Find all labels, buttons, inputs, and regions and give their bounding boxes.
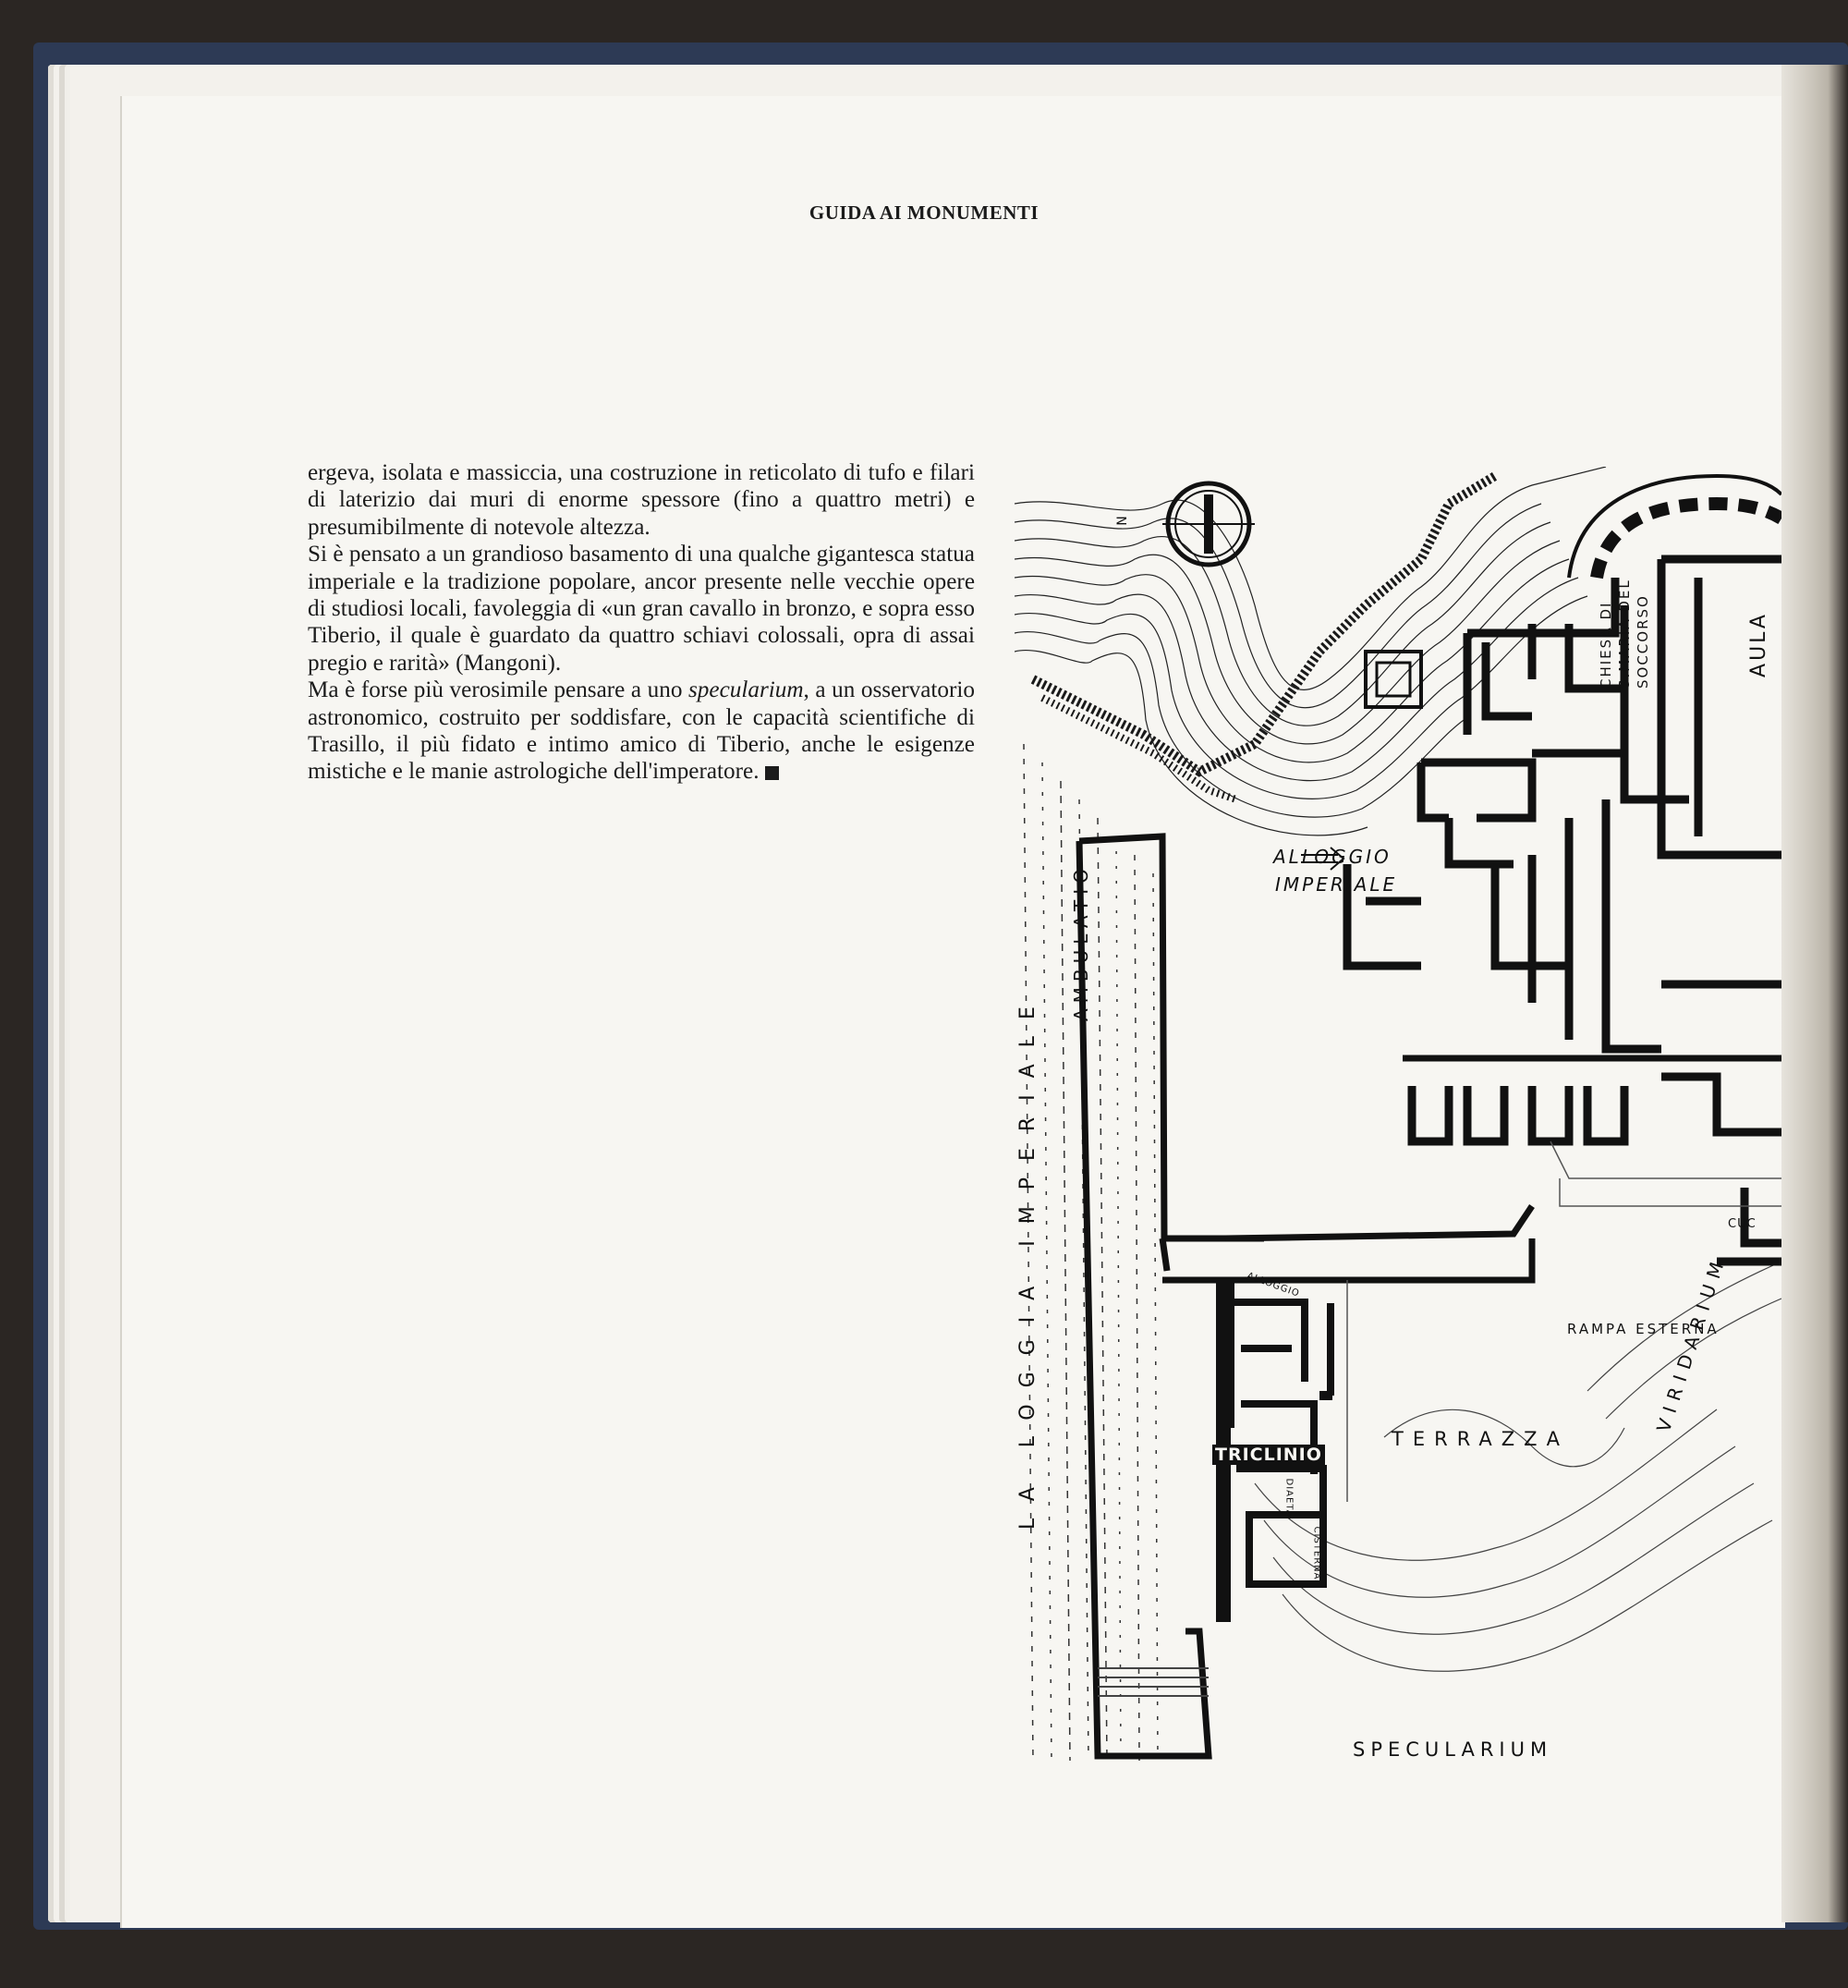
label-alloggio-imperiale-2: IMPERIALE: [1275, 873, 1398, 896]
villa-plan-illustration: N CHIESA DI S.MARIA DEL SOCCORSO AULA AL…: [1015, 467, 1781, 1770]
label-terrazza: TERRAZZA: [1392, 1428, 1569, 1450]
label-diaeta: DIAETA: [1283, 1478, 1295, 1518]
terrace-outline: [1346, 1140, 1781, 1502]
plan-drawing: [1015, 467, 1781, 1762]
paragraph-2: Si è pensato a un grandioso basamento di…: [308, 542, 975, 676]
end-mark-icon: [764, 766, 779, 781]
terrace-slopes: [1254, 1261, 1781, 1672]
palace-walls: [1343, 555, 1781, 1266]
contour-lines: [1015, 467, 1607, 836]
label-alloggio-imperiale-1: ALLOGGIO: [1273, 846, 1392, 868]
paragraph-3-italic: specularium: [688, 677, 804, 703]
label-specularium: SPECULARIUM: [1353, 1738, 1553, 1761]
label-cisterna: CISTERNA: [1311, 1526, 1322, 1580]
label-loggia-imperiale: LA LOGGIA IMPERIALE: [1016, 990, 1040, 1530]
loggia-walls: [1076, 833, 1536, 1760]
label-triclinio: TRICLINIO: [1212, 1445, 1325, 1465]
label-aula: AULA: [1746, 612, 1770, 677]
paragraph-3-text: Ma è forse più verosimile pensare a uno: [308, 677, 688, 703]
triclinio-block: [1216, 1280, 1334, 1622]
body-text: ergeva, isolata e massiccia, una costruz…: [308, 459, 975, 786]
label-north: N: [1112, 516, 1128, 529]
label-cucine: CUC: [1728, 1217, 1757, 1231]
cliff-hatching: [1030, 471, 1498, 803]
stairs: [1098, 1667, 1209, 1697]
paragraph-3: Ma è forse più verosimile pensare a uno …: [308, 677, 975, 786]
running-head: GUIDA AI MONUMENTI: [808, 201, 1040, 224]
paragraph-3-text-end: , a un osservatorio astronomico, costrui…: [308, 677, 975, 785]
north-arrow-icon: [1162, 481, 1255, 567]
paragraph-1: ergeva, isolata e massiccia, una costruz…: [308, 460, 975, 540]
label-ambulatio: AMBULATIO: [1070, 863, 1092, 1021]
label-rampa-esterna: RAMPA ESTERNA: [1567, 1321, 1720, 1337]
book-gutter: [1781, 65, 1848, 1922]
hillside-hatching: [1023, 743, 1159, 1762]
arrow-icon: [1301, 847, 1345, 871]
apse: [1567, 473, 1781, 579]
label-chiesa: CHIESA DI S.MARIA DEL SOCCORSO: [1598, 579, 1651, 689]
